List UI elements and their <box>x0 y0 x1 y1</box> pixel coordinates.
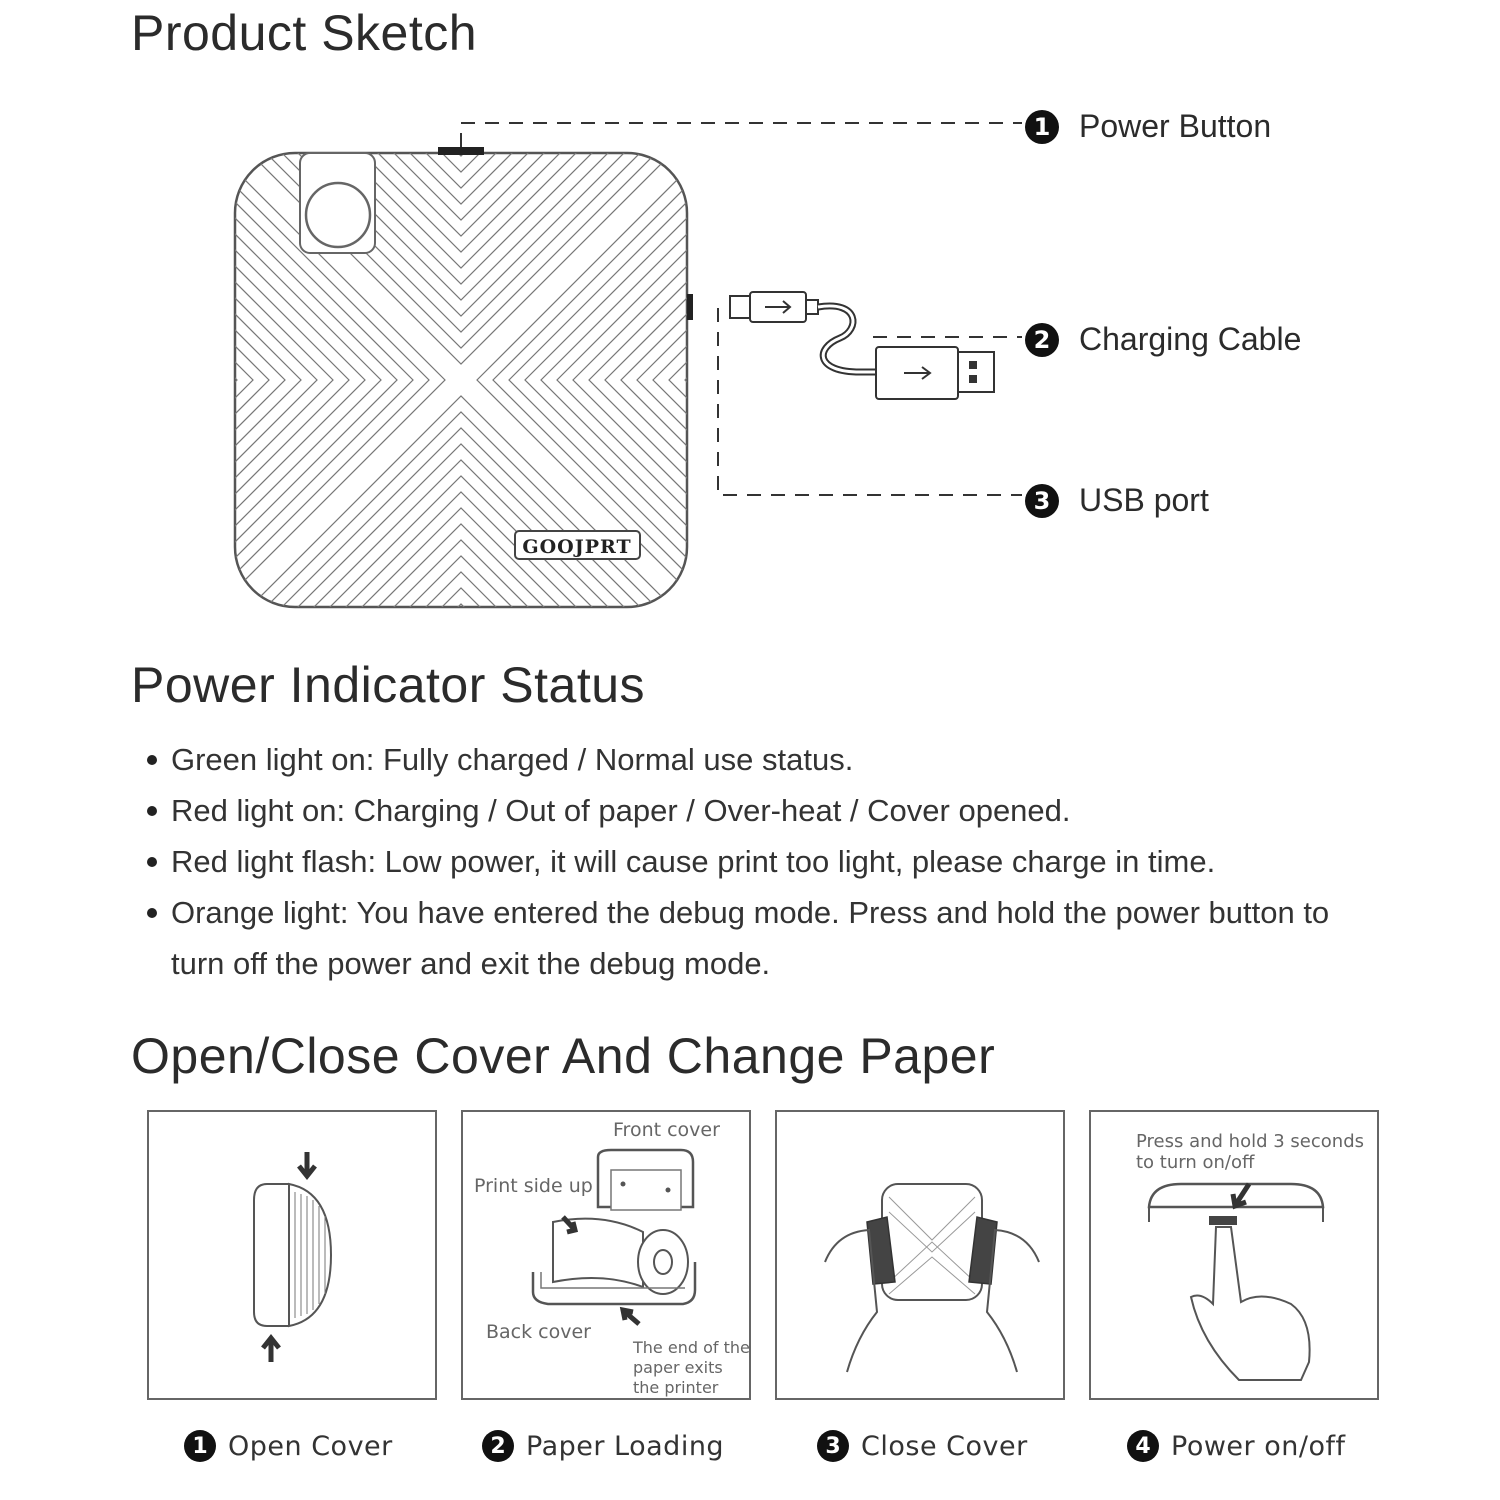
paper-loading-illustration <box>531 1148 697 1326</box>
list-item: Red light on: Charging / Out of paper / … <box>145 785 1375 836</box>
list-item: Orange light: You have entered the debug… <box>145 887 1375 989</box>
brand-logo: GOOJPRT <box>522 536 631 558</box>
step-number: 1 <box>184 1430 216 1462</box>
label-paper-exit: paper exits <box>633 1358 723 1377</box>
label-paper-exit: The end of the <box>633 1338 750 1357</box>
charging-cable-drawing <box>729 291 995 400</box>
section-title-cover: Open/Close Cover And Change Paper <box>131 1028 996 1084</box>
callout-label: Power Button <box>1079 108 1272 144</box>
callout-label: Charging Cable <box>1079 321 1302 357</box>
panel-close-cover <box>775 1110 1065 1400</box>
label-press-hold: Press and hold 3 seconds <box>1136 1131 1364 1152</box>
step-label: Power on/off <box>1171 1430 1346 1462</box>
indicator-status-list: Green light on: Fully charged / Normal u… <box>145 734 1375 989</box>
label-turn-on-off: to turn on/off <box>1136 1152 1255 1173</box>
usb-port-slot <box>687 294 693 320</box>
label-paper-exit: the printer <box>633 1378 719 1397</box>
list-item: Red light flash: Low power, it will caus… <box>145 836 1375 887</box>
step-close-cover: 3 Close Cover <box>817 1430 1028 1462</box>
step-number: 2 <box>482 1430 514 1462</box>
step-number: 3 <box>817 1430 849 1462</box>
callout-usb-port: 3 USB port <box>1025 482 1209 519</box>
section-title-power-indicator: Power Indicator Status <box>131 657 646 713</box>
step-open-cover: 1 Open Cover <box>184 1430 393 1462</box>
section-title-product-sketch: Product Sketch <box>131 5 478 61</box>
panel-paper-loading: Front cover Print side up Back cover The… <box>461 1110 751 1400</box>
product-sketch-diagram: GOOJPRT <box>233 122 1022 609</box>
callout-leaders <box>460 122 1022 496</box>
list-item: Green light on: Fully charged / Normal u… <box>145 734 1375 785</box>
step-power-on-off: 4 Power on/off <box>1127 1430 1345 1462</box>
step-label: Close Cover <box>861 1430 1028 1462</box>
step-number: 4 <box>1127 1430 1159 1462</box>
callout-charging-cable: 2 Charging Cable <box>1025 321 1301 358</box>
step-label: Paper Loading <box>526 1430 725 1462</box>
callout-number: 2 <box>1025 322 1059 357</box>
step-label: Open Cover <box>228 1430 393 1462</box>
label-back-cover: Back cover <box>486 1321 591 1343</box>
power-on-off-illustration <box>1147 1182 1325 1381</box>
callout-number: 1 <box>1025 109 1059 144</box>
power-button-nub <box>438 147 484 155</box>
callout-label: USB port <box>1079 482 1209 518</box>
printer-body: GOOJPRT <box>233 151 689 609</box>
open-cover-illustration <box>253 1152 333 1362</box>
panel-power-on-off: Press and hold 3 seconds to turn on/off <box>1089 1110 1379 1400</box>
step-paper-loading: 2 Paper Loading <box>482 1430 724 1462</box>
callout-number: 3 <box>1025 483 1059 518</box>
close-cover-illustration <box>824 1183 1040 1373</box>
label-print-side-up: Print side up <box>474 1175 593 1197</box>
label-front-cover: Front cover <box>613 1119 720 1141</box>
panel-open-cover <box>147 1110 437 1400</box>
callout-power-button: 1 Power Button <box>1025 108 1271 145</box>
